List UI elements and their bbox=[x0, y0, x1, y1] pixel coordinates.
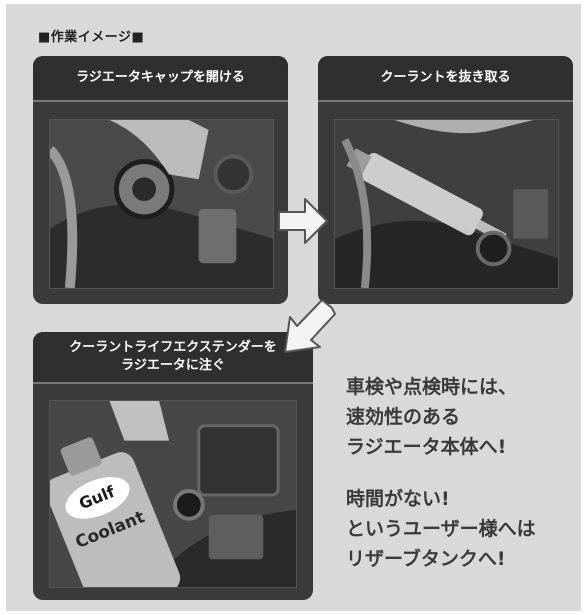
arrow-right-icon bbox=[278, 198, 328, 244]
arrow-down-left-icon bbox=[284, 300, 336, 353]
photo-open-radiator-cap bbox=[49, 119, 274, 289]
step-card-pour-extender: クーラントライフエクステンダーを ラジエータに注ぐ Gulf Coolant bbox=[33, 332, 313, 600]
callout-line: というユーザー様へは bbox=[346, 518, 536, 540]
photo-drain-coolant bbox=[334, 119, 559, 289]
step-title-line: ラジエータに注ぐ bbox=[121, 358, 225, 373]
callout-line: ラジエータ本体へ! bbox=[346, 436, 507, 458]
step-card-drain-coolant: クーラントを抜き取る bbox=[318, 56, 573, 304]
step-title-drain-coolant: クーラントを抜き取る bbox=[318, 56, 573, 102]
step-title-open-cap: ラジエータキャップを開ける bbox=[33, 56, 288, 102]
step-title-pour-extender: クーラントライフエクステンダーを ラジエータに注ぐ bbox=[33, 332, 313, 384]
step-title-line: クーラントライフエクステンダーを bbox=[69, 340, 277, 356]
callout-line: 時間がない! bbox=[346, 488, 450, 510]
callout-text: 車検や点検時には、 速効性のある ラジエータ本体へ! 時間がない! というユーザ… bbox=[346, 372, 578, 574]
step-title-line: クーラントを抜き取る bbox=[380, 70, 511, 86]
photo-pour-extender: Gulf Coolant bbox=[49, 400, 297, 588]
callout-line: 車検や点検時には、 bbox=[346, 376, 518, 398]
section-label: ■作業イメージ■ bbox=[38, 30, 145, 45]
callout-line: リザーブタンクへ! bbox=[346, 548, 506, 570]
callout-line: 速効性のある bbox=[346, 406, 461, 428]
step-card-open-cap: ラジエータキャップを開ける bbox=[33, 56, 288, 304]
step-title-line: ラジエータキャップを開ける bbox=[76, 70, 245, 86]
callout-spacer bbox=[346, 462, 578, 484]
